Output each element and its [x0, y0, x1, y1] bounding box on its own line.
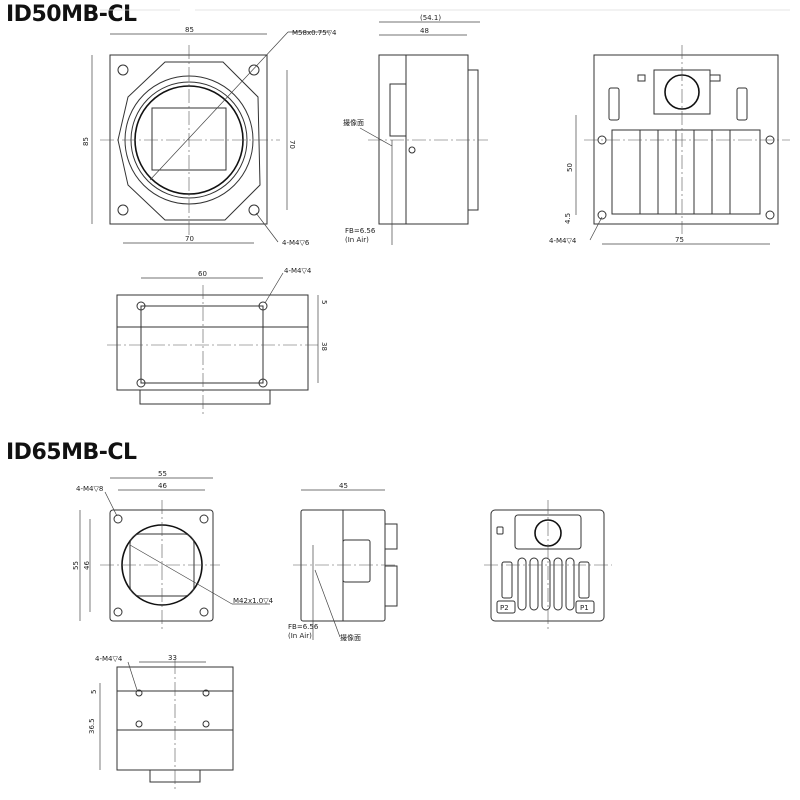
id65-front-height: 55: [72, 561, 80, 570]
id65-bottom-v2: 36.5: [88, 718, 96, 734]
id50-bottom-holes: 4-M4▽4: [284, 267, 312, 275]
id65-front-hole-pitch-v: 46: [83, 561, 91, 570]
id65-front-holes: 4-M4▽8: [76, 485, 103, 493]
model-title-id50: ID50MB-CL: [6, 2, 137, 27]
id50-rear-v1: 50: [566, 163, 574, 172]
id50-front-view: 85 70 85 70 M58x0.75▽4 4-M4▽6: [82, 26, 337, 247]
id50-bottom-h: 60: [198, 270, 207, 278]
id65-side-view: 45 FB=6.56 (In Air) 撮像面: [288, 482, 398, 642]
id65-bottom-view: 33 4-M4▽4 5 36.5: [88, 654, 234, 790]
id50-rear-v2: 4.5: [564, 213, 572, 224]
id50-image-plane-label: 撮像面: [343, 118, 364, 127]
id50-front-hole-pitch-v: 70: [288, 140, 296, 149]
id50-front-height-dim: 85: [82, 137, 90, 146]
id65-bottom-holes: 4-M4▽4: [95, 655, 123, 663]
id50-overall-length: (54.1): [420, 14, 441, 22]
id50-bottom-v1: 5: [320, 300, 328, 304]
id65-port-p1-label: P1: [580, 604, 589, 612]
id50-bottom-v2: 38: [320, 342, 328, 351]
model-title-id65: ID65MB-CL: [6, 440, 137, 465]
id65-front-view: 55 46 55 46 4-M4▽8 M42x1.0▽4: [72, 470, 274, 630]
id65-bottom-h: 33: [168, 654, 177, 662]
id65-body-length: 45: [339, 482, 348, 490]
id50-rear-h: 75: [675, 236, 684, 244]
id50-front-holes-label: 4-M4▽6: [282, 239, 310, 247]
id50-mount-label: M58x0.75▽4: [292, 29, 337, 37]
id65-flange-back-note: (In Air): [288, 632, 312, 640]
id65-mount-label: M42x1.0▽4: [233, 597, 274, 605]
id65-front-width: 55: [158, 470, 167, 478]
id65-rear-view: P2 P1: [484, 500, 612, 630]
id50-body-length: 48: [420, 27, 429, 35]
id50-front-width-dim: 85: [185, 26, 194, 34]
id50-bottom-view: 60 4-M4▽4 5 38: [107, 267, 328, 415]
id50-side-view: (54.1) 48 撮像面 FB=6.56 (In Air): [343, 14, 488, 245]
id50-flange-back-note: (In Air): [345, 236, 369, 244]
id50-flange-back: FB=6.56: [345, 227, 376, 235]
id65-flange-back: FB=6.56: [288, 623, 319, 631]
id50-rear-view: 50 4.5 75 4-M4▽4: [549, 45, 790, 245]
id50-front-hole-pitch-h: 70: [185, 235, 194, 243]
id65-bottom-v1: 5: [90, 690, 98, 694]
id50-rear-holes: 4-M4▽4: [549, 237, 577, 245]
id65-front-hole-pitch-h: 46: [158, 482, 167, 490]
id65-port-p2-label: P2: [500, 604, 509, 612]
id65-image-plane-label: 撮像面: [340, 633, 361, 642]
